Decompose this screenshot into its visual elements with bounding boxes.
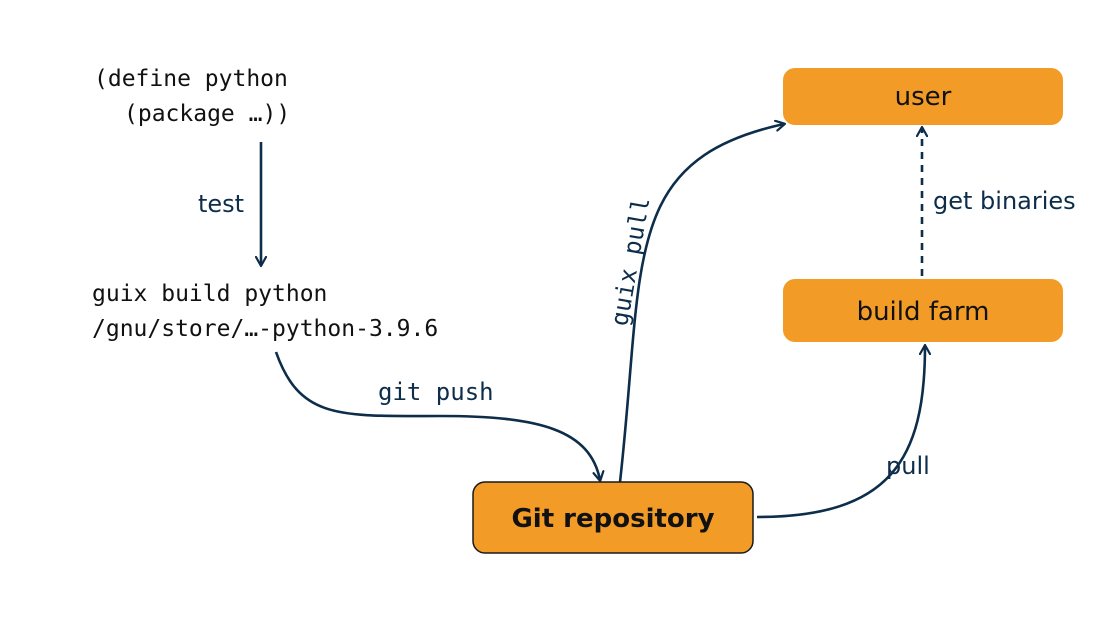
user-node: user xyxy=(783,68,1063,125)
guix-build-line1: guix build python xyxy=(92,281,327,307)
build-farm-node: build farm xyxy=(783,279,1063,342)
user-box xyxy=(783,68,1063,125)
define-python-line1: (define python xyxy=(94,66,288,92)
guix-pull-arrow xyxy=(618,124,784,483)
define-python-line2: (package …)) xyxy=(124,101,290,127)
test-label: test xyxy=(198,190,244,218)
git-repository-node-label: Git repository xyxy=(511,504,714,534)
git-repository-node: Git repository xyxy=(472,481,754,554)
pull-label: pull xyxy=(886,452,930,480)
build-farm-node-label: build farm xyxy=(857,297,990,327)
git-repository-box xyxy=(472,481,754,554)
build-farm-box xyxy=(783,279,1063,342)
get-binaries-label: get binaries xyxy=(933,187,1076,215)
user-node-label: user xyxy=(895,82,952,112)
guix-pull-label: guix pull xyxy=(605,195,655,328)
git-push-arrow xyxy=(274,351,600,480)
pull-arrow xyxy=(756,346,925,519)
git-push-label: git push xyxy=(378,378,494,406)
guix-build-line2: /gnu/store/…-python-3.9.6 xyxy=(92,316,438,342)
